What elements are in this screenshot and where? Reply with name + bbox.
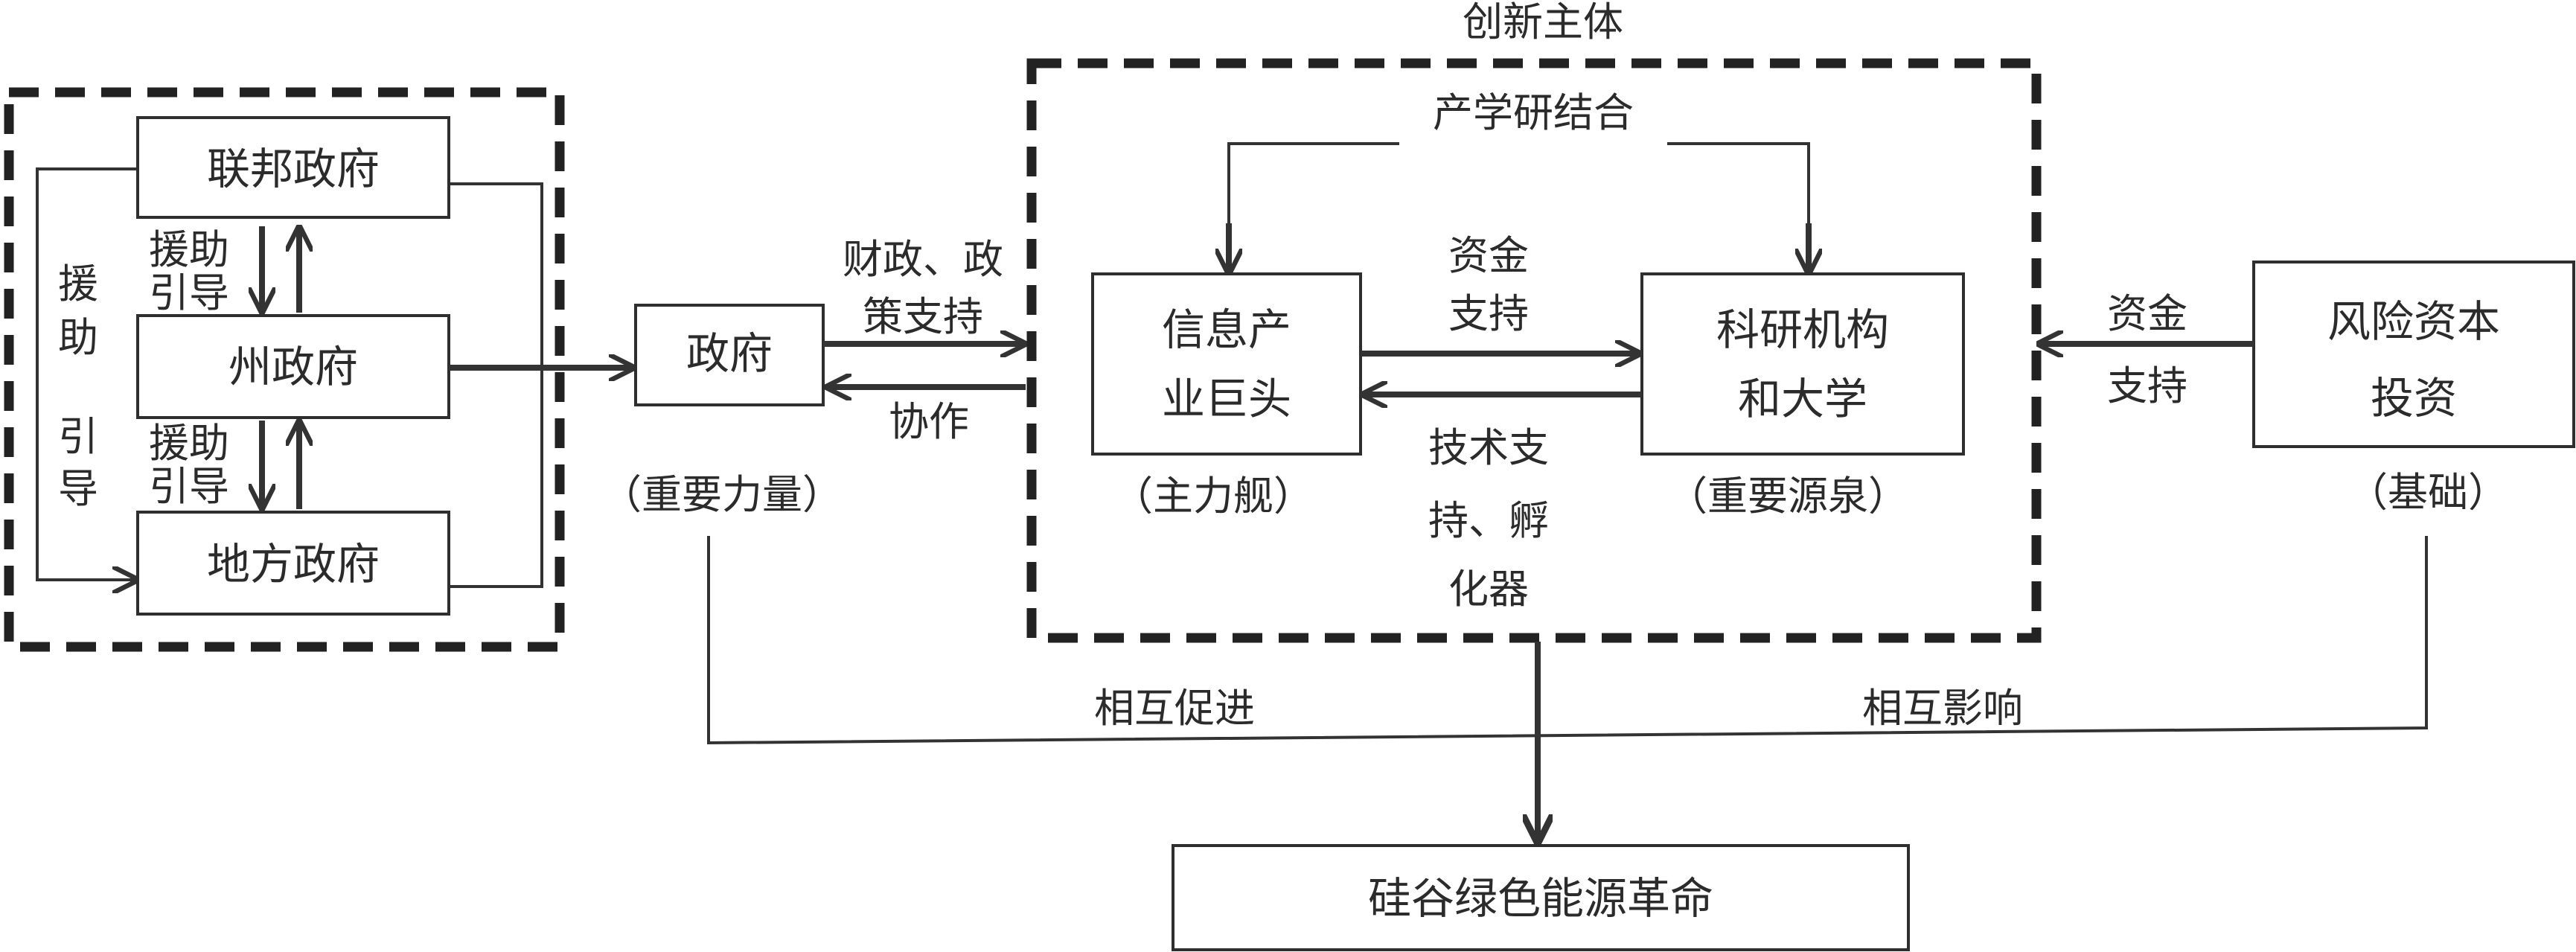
innovation-subject-title: 创新主体	[1463, 0, 1623, 45]
aid-label-bottom: 援助	[149, 420, 229, 467]
research-institutions-line-1: 科研机构	[1716, 304, 1889, 355]
iur-label-bg	[1399, 93, 1667, 145]
vc-capital-label-1: 资金	[2107, 290, 2187, 337]
federal-local-connector	[450, 182, 543, 588]
tech-support-label-1: 技术支	[1428, 424, 1549, 471]
guide-label-top: 引导	[149, 269, 229, 316]
outcome-label: 硅谷绿色能源革命	[1368, 873, 1713, 924]
venture-capital-note: （基础）	[2348, 469, 2508, 516]
guide-char-2: 导	[58, 465, 98, 512]
state-government-box	[136, 314, 450, 419]
mutual-promotion-label: 相互促进	[1094, 685, 1255, 732]
innovation-subject-frame	[1026, 58, 2042, 643]
research-institutions-box	[1640, 272, 1965, 456]
it-giants-line-1: 信息产	[1162, 304, 1291, 355]
fiscal-policy-label-1: 财政、政	[843, 236, 1003, 283]
aid-char-2: 助	[58, 314, 98, 361]
capital-support-label-2: 支持	[1448, 290, 1529, 337]
capital-support-label-1: 资金	[1448, 232, 1529, 279]
government-label: 政府	[686, 328, 773, 379]
it-giants-box	[1091, 272, 1362, 456]
tech-support-label-2: 持、孵	[1428, 497, 1549, 544]
fiscal-policy-label-2: 策支持	[863, 293, 983, 340]
research-institutions-line-2: 和大学	[1738, 374, 1867, 424]
aid-label-top: 援助	[149, 226, 229, 273]
venture-capital-line-2: 投资	[2371, 373, 2457, 424]
federal-government-box	[136, 116, 450, 219]
outcome-box	[1172, 844, 1910, 951]
government-note: （重要力量）	[601, 471, 843, 518]
iur-label: 产学研结合	[1433, 89, 1634, 136]
federal-government-label: 联邦政府	[207, 144, 380, 194]
collaboration-label: 协作	[889, 398, 969, 445]
vc-capital-label-2: 支持	[2107, 362, 2187, 409]
it-giants-note: （主力舰）	[1113, 473, 1314, 520]
mutual-influence-label: 相互影响	[1862, 685, 2023, 732]
venture-capital-box	[2252, 261, 2575, 448]
local-government-box	[136, 511, 450, 616]
research-institutions-note: （重要源泉）	[1667, 473, 1908, 520]
venture-capital-line-1: 风险资本	[2327, 296, 2500, 347]
it-giants-line-2: 业巨头	[1162, 374, 1291, 424]
state-government-label: 州政府	[228, 342, 358, 392]
aid-char-1: 援	[58, 261, 98, 307]
tech-support-label-3: 化器	[1448, 566, 1529, 613]
mutual-connector-line	[707, 536, 2428, 745]
guide-label-bottom: 引导	[149, 463, 229, 510]
guide-char-1: 引	[58, 413, 98, 460]
government-box	[634, 304, 825, 406]
federal-to-local-arrow	[36, 167, 138, 580]
local-government-label: 地方政府	[207, 539, 380, 590]
